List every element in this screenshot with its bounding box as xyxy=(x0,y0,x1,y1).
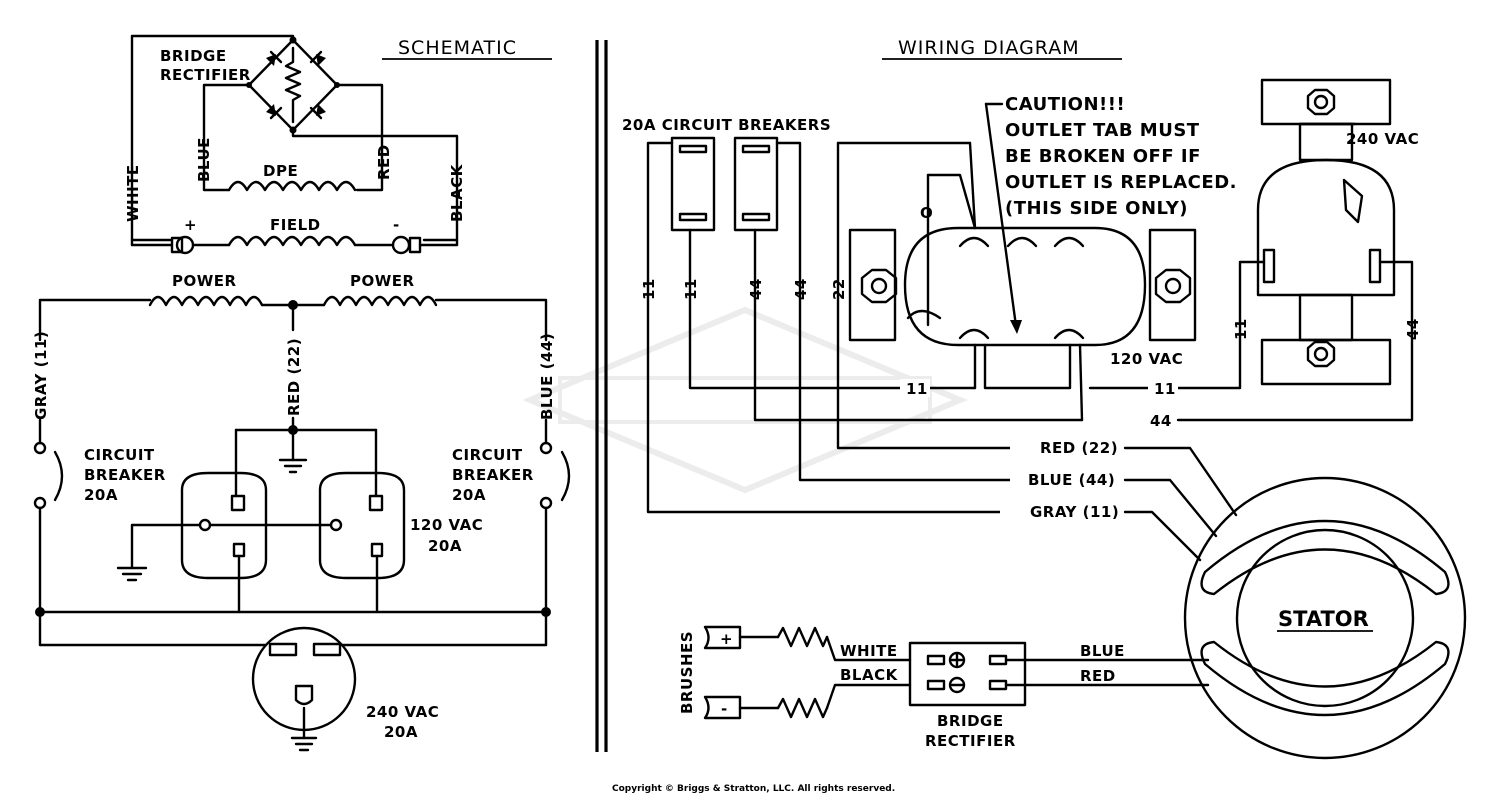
stator: STATOR xyxy=(1183,476,1467,760)
breaker-right-label-2: BREAKER xyxy=(452,466,534,484)
num44-a: 44 xyxy=(747,278,765,300)
copyright-footer: Copyright © Briggs & Stratton, LLC. All … xyxy=(612,784,895,794)
caution-line-5: (THIS SIDE ONLY) xyxy=(1005,198,1188,219)
schematic-outlet-240: 240 VAC 20A xyxy=(251,626,439,752)
wiring-bridge-label-1: BRIDGE xyxy=(937,712,1004,730)
black-label: BLACK xyxy=(840,666,899,684)
brush-plus: + xyxy=(720,630,733,648)
power-left-label: POWER xyxy=(172,272,237,290)
schematic-outlet-120-right: 120 VAC 20A xyxy=(208,428,483,614)
breaker-right-label-1: CIRCUIT xyxy=(452,446,523,464)
num11-c: 11 xyxy=(1232,318,1250,340)
schematic-breaker-left: CIRCUIT BREAKER 20A xyxy=(33,418,166,614)
power-windings: POWER POWER xyxy=(38,272,548,342)
dpe-label: DPE xyxy=(263,162,298,180)
caution-line-2: OUTLET TAB MUST xyxy=(1005,120,1200,141)
white-label: WHITE xyxy=(840,642,898,660)
run11-b: 11 xyxy=(1154,380,1176,398)
num11-a: 11 xyxy=(640,278,658,300)
brush-minus: - xyxy=(721,700,728,718)
caution-line-4: OUTLET IS REPLACED. xyxy=(1005,172,1237,193)
caution-line-1: CAUTION!!! xyxy=(1005,94,1125,115)
dpe-coil: DPE xyxy=(227,162,357,192)
blue44-label: BLUE (44) xyxy=(538,333,556,420)
watermark-logo xyxy=(522,306,968,494)
red-label: RED xyxy=(1080,667,1116,685)
wire-red-label: RED xyxy=(375,144,393,180)
wiring-title: WIRING DIAGRAM xyxy=(898,37,1080,59)
blue44-wire-label: BLUE (44) xyxy=(1028,471,1115,489)
gray11-label: GRAY (11) xyxy=(32,331,50,420)
field-plus: + xyxy=(184,216,197,234)
outlet120-label-1: 120 VAC xyxy=(410,516,483,534)
outlet240-label-2: 20A xyxy=(384,723,418,741)
num44-c: 44 xyxy=(1404,318,1422,340)
brushes: BRUSHES + - WHITE BLACK xyxy=(678,625,912,720)
breaker-left-label-3: 20A xyxy=(84,486,118,504)
wiring-breaker-left xyxy=(670,136,716,232)
outlet-o-mark: O xyxy=(920,204,933,222)
wire-black-label: BLACK xyxy=(448,163,466,222)
vac120-label: 120 VAC xyxy=(1110,350,1183,368)
outlet120-label-2: 20A xyxy=(428,537,462,555)
num22: 22 xyxy=(830,278,848,300)
breaker-left-label-1: CIRCUIT xyxy=(84,446,155,464)
wiring-bridge-label-2: RECTIFIER xyxy=(925,732,1016,750)
blue-label: BLUE xyxy=(1080,642,1125,660)
breakers-label: 20A CIRCUIT BREAKERS xyxy=(622,116,831,134)
wiring-breaker-right xyxy=(733,136,779,232)
red22-wire-label: RED (22) xyxy=(1040,439,1118,457)
stator-label: STATOR xyxy=(1278,607,1369,631)
schematic-bridge-rectifier: BRIDGE RECTIFIER xyxy=(160,36,340,134)
field-label: FIELD xyxy=(270,216,321,234)
schematic-bridge-label-1: BRIDGE xyxy=(160,47,227,65)
brushes-label: BRUSHES xyxy=(678,631,696,714)
schematic-panel: SCHEMATIC BRIDGE RECTIFIER xyxy=(32,34,571,752)
schematic-breaker-right: CIRCUIT BREAKER 20A xyxy=(452,418,571,614)
schematic-title: SCHEMATIC xyxy=(398,37,517,59)
wiring-outlet-240: 240 VAC 11 44 xyxy=(1088,78,1422,422)
wiring-outlet-120: O 120 VAC xyxy=(848,141,1197,422)
run44: 44 xyxy=(1150,412,1172,430)
gray11-wire-label: GRAY (11) xyxy=(1030,503,1119,521)
wiring-bridge-rectifier: BLUE RED BRIDGE RECTIFIER xyxy=(908,641,1210,750)
num44-b: 44 xyxy=(792,278,810,300)
wire-blue-label: BLUE xyxy=(195,137,213,182)
schematic-outlet-120-left xyxy=(180,428,268,614)
wiring-panel: WIRING DIAGRAM 20A CIRCUIT BREAKERS 11 1… xyxy=(622,37,1467,760)
caution-line-3: BE BROKEN OFF IF xyxy=(1005,146,1201,167)
red22-label: RED (22) xyxy=(285,338,303,416)
num11-b: 11 xyxy=(682,278,700,300)
caution-note: CAUTION!!! OUTLET TAB MUST BE BROKEN OFF… xyxy=(984,94,1237,334)
schematic-bridge-label-2: RECTIFIER xyxy=(160,66,251,84)
run11-a: 11 xyxy=(906,380,928,398)
breaker-left-label-2: BREAKER xyxy=(84,466,166,484)
field-coil: FIELD + - xyxy=(130,216,459,255)
vac240-label: 240 VAC xyxy=(1346,130,1419,148)
outlet240-label-1: 240 VAC xyxy=(366,703,439,721)
wire-white-label: WHITE xyxy=(124,164,142,222)
power-right-label: POWER xyxy=(350,272,415,290)
breaker-right-label-3: 20A xyxy=(452,486,486,504)
field-minus: - xyxy=(393,216,400,234)
